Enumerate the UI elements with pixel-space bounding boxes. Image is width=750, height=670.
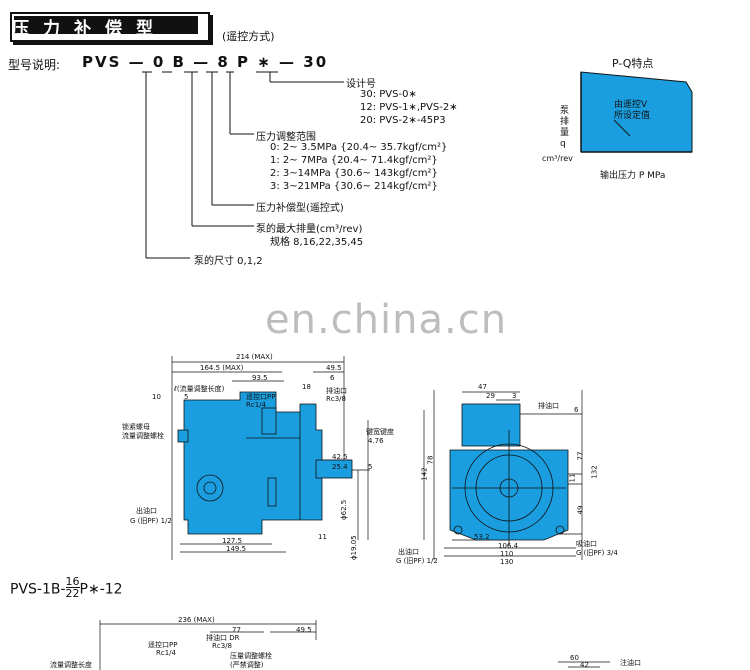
callout-label: 遥控口PP	[148, 641, 178, 649]
callout-label: G (旧PF) 1/2	[396, 557, 438, 565]
watermark: en.china.cn	[265, 297, 508, 343]
callout-label: 键宽键度	[366, 428, 394, 436]
design-item: 12: PVS-1∗,PVS-2∗	[360, 102, 458, 113]
dim-label: 149.5	[226, 545, 247, 553]
dim-label: 18	[302, 383, 311, 391]
dim-label: 49.5	[326, 364, 342, 372]
callout-label: 出油口	[398, 548, 419, 556]
model-label: 型号说明:	[8, 58, 61, 72]
callout-label: Rc3/8	[326, 395, 346, 403]
dim-label: 130	[500, 558, 514, 566]
dim-label: 5	[184, 393, 189, 401]
callout-label: (严禁调整)	[230, 661, 264, 669]
callout-label: Rc1/4	[246, 401, 266, 409]
dim-label: 6	[574, 406, 579, 414]
callout-label: 压量调整螺栓	[230, 652, 272, 660]
dim-label: 42.5	[332, 453, 348, 461]
displacement-label: 泵的最大排量(cm³/rev)	[256, 224, 363, 235]
dim-label: 6	[330, 374, 335, 382]
compensation-label: 压力补偿型(遥控式)	[256, 203, 344, 214]
pq-x-label: 输出压力 P MPa	[600, 171, 666, 181]
callout-label: Rc1/4	[156, 649, 176, 657]
dim-label: 236 (MAX)	[178, 616, 215, 624]
dim-label: 3	[512, 392, 517, 400]
callout-label: 锁紧螺母	[122, 423, 150, 431]
dim-label: 29	[486, 392, 495, 400]
callout-label: 吸油口	[576, 540, 597, 548]
displacement-spec: 规格 8,16,22,35,45	[270, 237, 364, 248]
dim-label: 42	[580, 661, 589, 669]
callout-label: 注油口	[620, 659, 641, 667]
dim-label: 49.5	[296, 626, 312, 634]
pressure-label: 压力调整范围	[256, 132, 316, 143]
dim-label: 93.5	[252, 374, 268, 382]
dim-label: 132	[590, 465, 599, 479]
dim-label: 127.5	[222, 537, 243, 545]
dim-label: 10	[152, 393, 161, 401]
callout-label: 流量调整长度	[50, 661, 92, 669]
callout-label: Rc3/8	[212, 642, 232, 650]
callout-label: ϕ62.5	[340, 499, 348, 520]
pq-title: P-Q特点	[612, 57, 654, 70]
dim-label: 53.2	[474, 533, 490, 541]
title-fill	[14, 16, 198, 34]
design-item: 20: PVS-2∗-45P3	[360, 115, 446, 126]
model-code: PVS — 0 B — 8 P ∗ — 30	[82, 53, 329, 71]
dim-label: 49	[576, 505, 585, 515]
dim-label: 5	[368, 463, 373, 471]
dim-label: 106.4	[498, 542, 519, 550]
callout-label: 4.76	[368, 437, 384, 445]
callout-label: 排油口	[326, 387, 347, 395]
dim-label: 47	[478, 383, 487, 391]
dim-label: 110	[500, 550, 514, 558]
design-label: 设计号	[346, 79, 376, 90]
pressure-item: 1: 2~ 7MPa {20.4~ 71.4kgf/cm²}	[270, 155, 438, 166]
dim-label: 77	[576, 451, 585, 461]
dim-label: 60	[570, 654, 579, 662]
dim-label: 214 (MAX)	[236, 353, 273, 361]
design-item: 30: PVS-0∗	[360, 89, 417, 100]
callout-label: 遥控口PP	[246, 393, 276, 401]
dim-label: 77	[232, 626, 241, 634]
dim-label: 11	[568, 473, 577, 483]
pq-y-unit: cm³/rev	[542, 154, 573, 163]
pressure-item: 3: 3~21MPa {30.6~ 214kgf/cm²}	[270, 181, 438, 192]
dim-label: 11	[318, 533, 327, 541]
dim-label: 25.4	[332, 463, 348, 471]
title-note: (遥控方式)	[222, 30, 275, 43]
page-title: 压力补偿型	[12, 19, 167, 39]
dim-label: 78	[426, 455, 435, 465]
callout-label: ℓ(流量调整长度)	[174, 385, 225, 393]
callout-label: G (旧PF) 3/4	[576, 549, 618, 557]
size-label: 泵的尺寸 0,1,2	[194, 256, 263, 267]
callout-label: G (旧PF) 1/2	[130, 517, 172, 525]
callout-label: 排油口	[538, 402, 559, 410]
callout-label: ϕ19.05	[350, 535, 358, 560]
callout-label: 排油口 DR	[206, 634, 240, 642]
pressure-item: 0: 2~ 3.5MPa {20.4~ 35.7kgf/cm²}	[270, 142, 448, 153]
dim-label: 142	[420, 467, 429, 481]
callout-label: 流量调整螺栓	[122, 432, 164, 440]
pressure-item: 2: 3~14MPa {30.6~ 143kgf/cm²}	[270, 168, 438, 179]
dim-label: 164.5 (MAX)	[200, 364, 244, 372]
callout-label: 出油口	[136, 507, 157, 515]
